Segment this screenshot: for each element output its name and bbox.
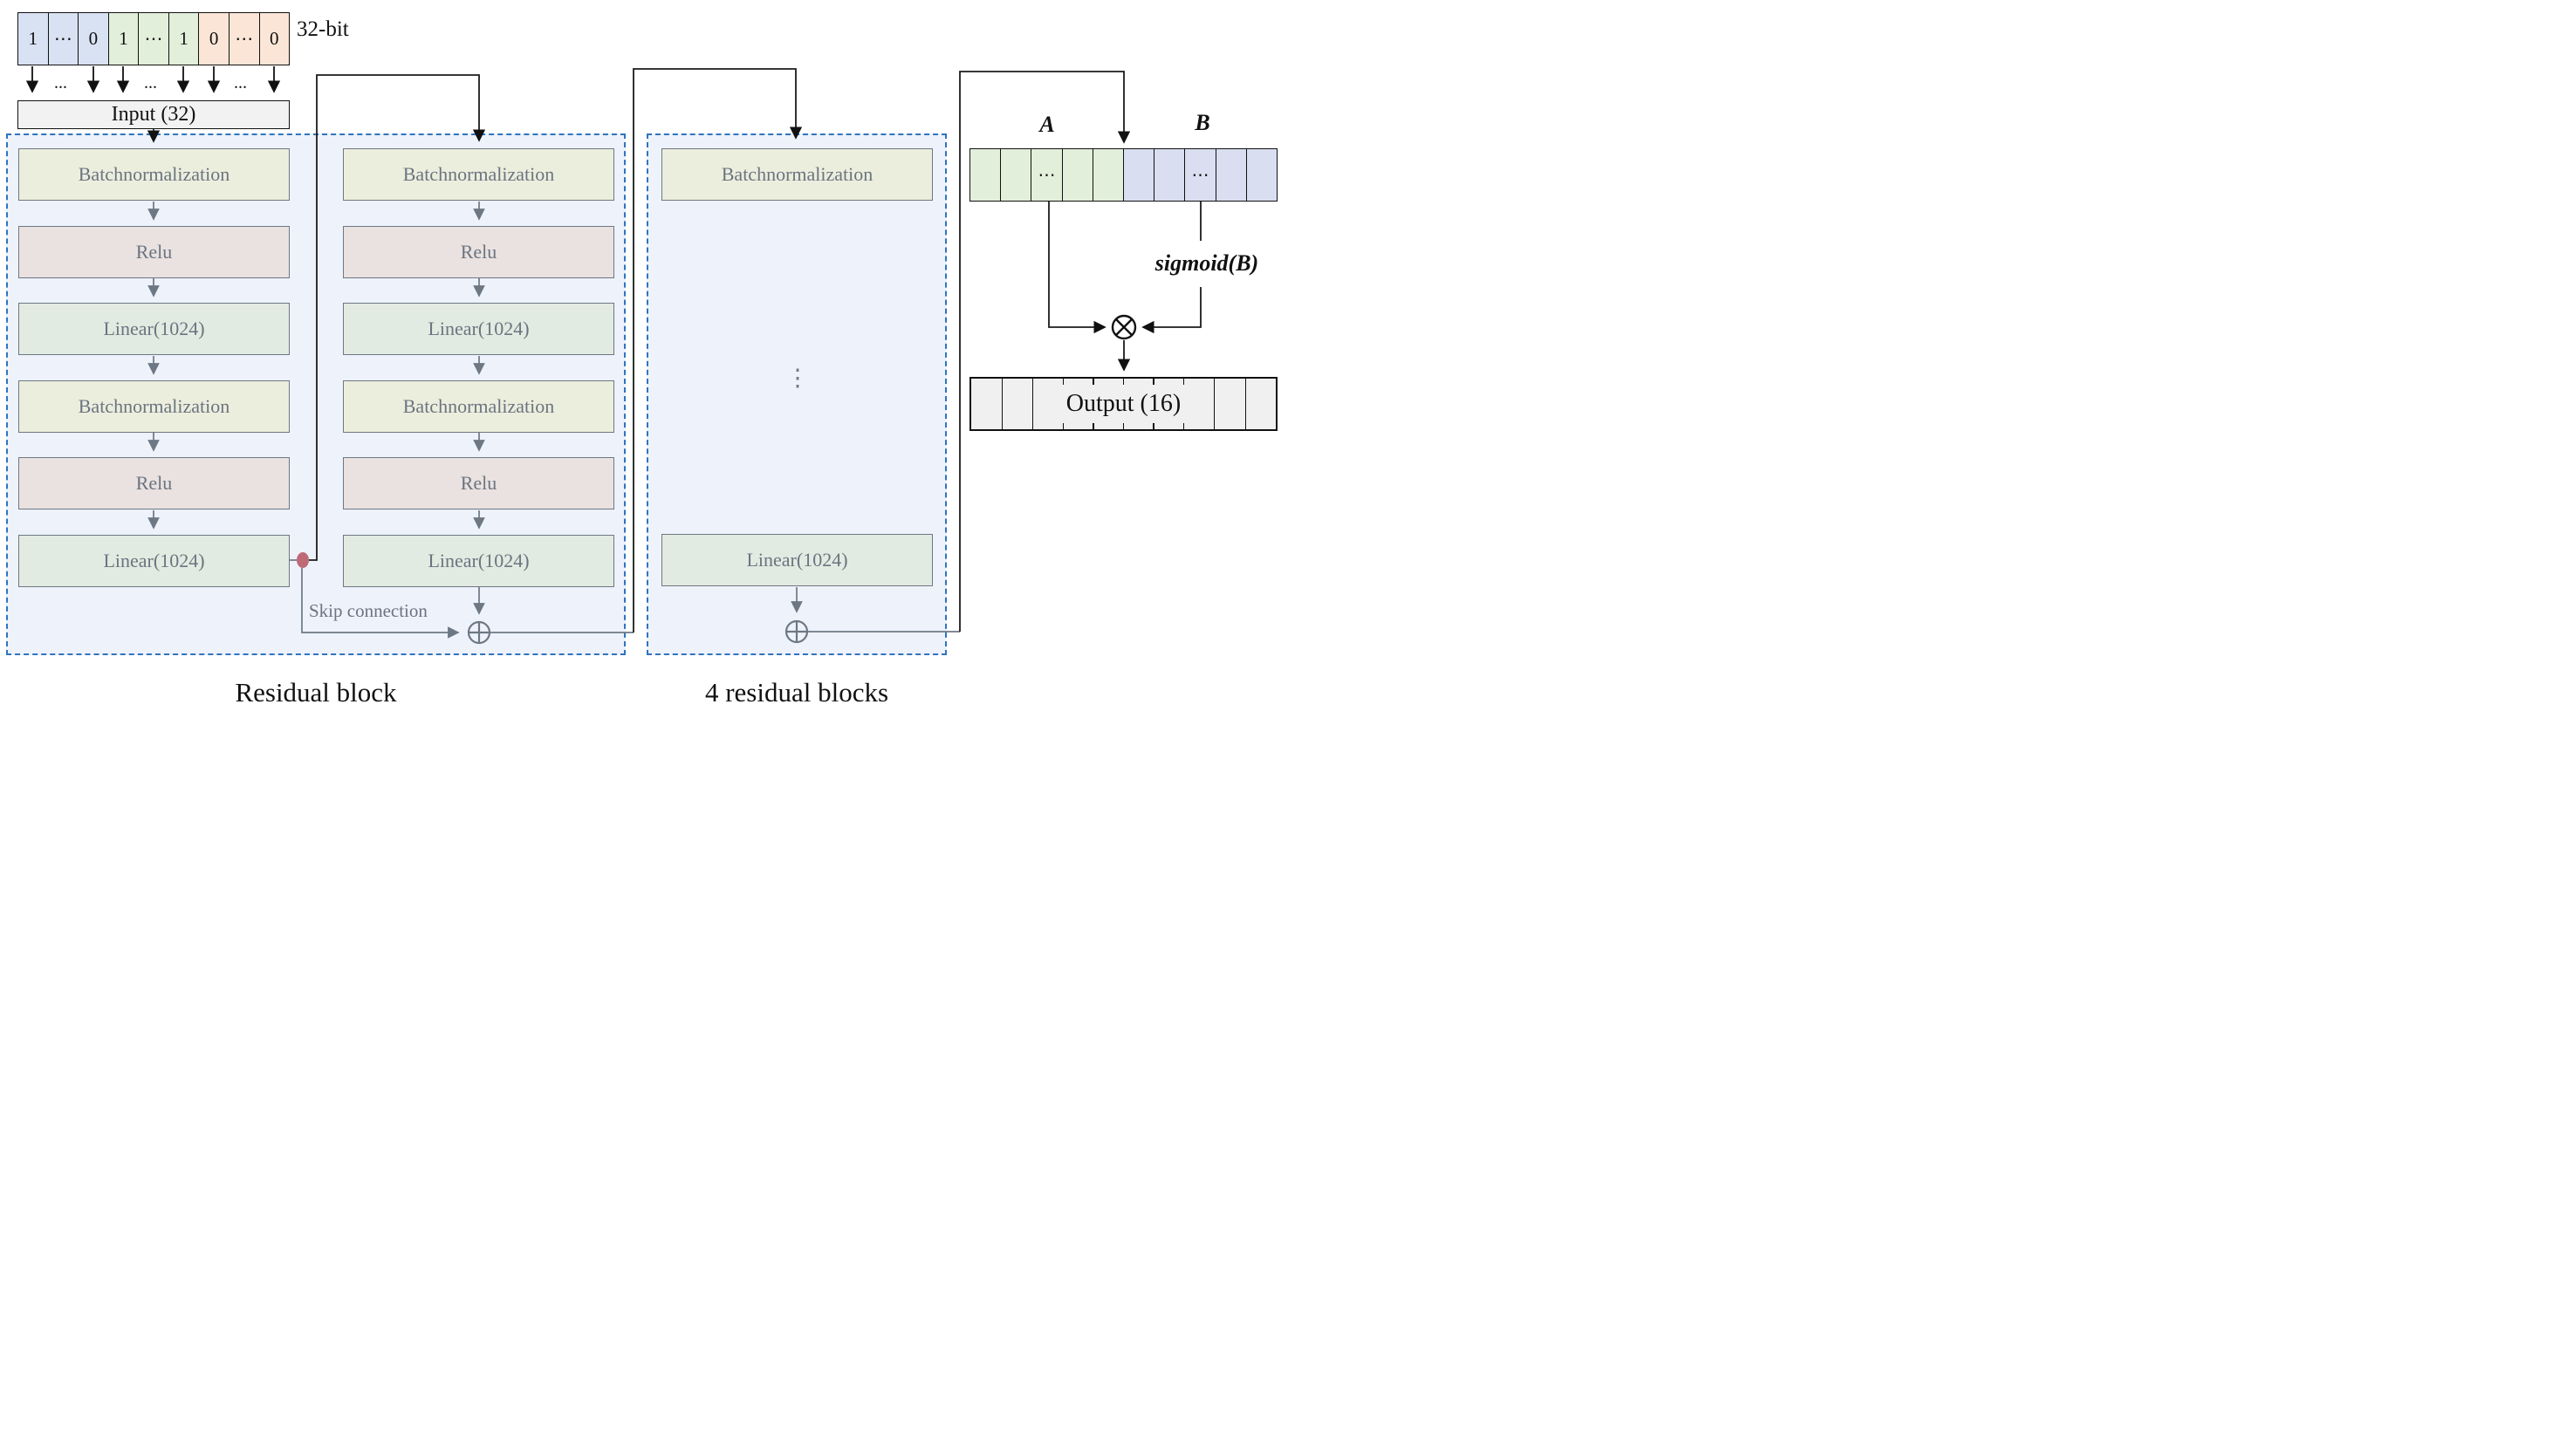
- skip-connection-label: Skip connection: [309, 600, 428, 621]
- residual-block-caption: Residual block: [235, 677, 397, 708]
- bit-cell: ⋯: [139, 13, 169, 65]
- connector-layer: [25, 66, 1202, 645]
- b-cell: ⋯: [1185, 149, 1216, 201]
- a-cell: ⋯: [1031, 149, 1063, 201]
- arrow-gap-dots: ...: [54, 73, 67, 92]
- layer-linear-4: Linear(1024): [343, 535, 614, 587]
- junction-dot-icon: [297, 552, 309, 568]
- a-cell: [1093, 149, 1125, 201]
- bit-cell: ⋯: [229, 13, 260, 65]
- skip-connection-path: [301, 568, 460, 639]
- add-circle-icon-2: [784, 619, 809, 644]
- output-cell: [1154, 379, 1184, 429]
- main-over-path-3: [959, 71, 1131, 632]
- layer-relu-1: Relu: [18, 226, 290, 278]
- a-label: A: [1039, 112, 1055, 137]
- sigmoid-label: sigmoid(B): [1154, 250, 1259, 276]
- layer-batchnorm-3: Batchnormalization: [343, 148, 614, 201]
- a-cell: [1062, 149, 1093, 201]
- bit-input-array: 1 ⋯ 0 1 ⋯ 1 0 ⋯ 0: [17, 12, 290, 65]
- layer-batchnorm-5: Batchnormalization: [661, 148, 933, 201]
- output-cell: [1215, 379, 1246, 429]
- bit-cell: 1: [168, 13, 200, 65]
- main-over-path-1: [309, 74, 486, 561]
- bit-cell: 0: [79, 13, 109, 65]
- layer-batchnorm-2: Batchnormalization: [18, 380, 290, 433]
- layer-linear-3: Linear(1024): [343, 303, 614, 355]
- bit-cell: 0: [199, 13, 230, 65]
- b-cell: [1154, 149, 1186, 201]
- input-box-label: Input (32): [111, 103, 196, 126]
- b-branch-lower: [1141, 287, 1202, 334]
- bit-cell: 1: [18, 13, 49, 65]
- a-cell: [1001, 149, 1032, 201]
- layer-relu-3: Relu: [343, 226, 614, 278]
- b-cell: [1246, 149, 1278, 201]
- layer-linear-5: Linear(1024): [661, 534, 933, 586]
- output-array: [969, 377, 1278, 431]
- bit-cell: ⋯: [48, 13, 79, 65]
- output-cell: [1003, 379, 1033, 429]
- ab-split-array: ⋯ ⋯: [969, 148, 1278, 202]
- bit-width-label: 32-bit: [297, 17, 349, 41]
- layer-relu-2: Relu: [18, 457, 290, 509]
- bit-to-input-arrows: [25, 66, 281, 93]
- output-label: Output (16): [1065, 390, 1182, 417]
- bit-cell: 0: [259, 13, 290, 65]
- layer-relu-4: Relu: [343, 457, 614, 509]
- output-cell: [1184, 379, 1215, 429]
- output-cell: [1124, 379, 1154, 429]
- layer-linear-2: Linear(1024): [18, 535, 290, 587]
- input-box: Input (32): [17, 100, 290, 129]
- output-cell: [1064, 379, 1094, 429]
- layer-batchnorm-4: Batchnormalization: [343, 380, 614, 433]
- bit-cell: 1: [108, 13, 140, 65]
- four-blocks-caption: 4 residual blocks: [704, 677, 889, 708]
- a-cell: [970, 149, 1002, 201]
- arrow-gap-dots: ...: [234, 73, 247, 92]
- add-circle-icon: [467, 620, 491, 645]
- layer-linear-1: Linear(1024): [18, 303, 290, 355]
- arrow-gap-dots: ...: [144, 73, 157, 92]
- multiply-circle-icon: [1111, 314, 1137, 340]
- a-branch-path: [1048, 202, 1106, 334]
- output-cell: [971, 379, 1003, 429]
- main-over-path-2: [633, 68, 803, 633]
- layer-batchnorm-1: Batchnormalization: [18, 148, 290, 201]
- output-cell: [1033, 379, 1064, 429]
- b-cell: [1216, 149, 1247, 201]
- output-cell: [1093, 379, 1124, 429]
- figure-canvas: 1 ⋯ 0 1 ⋯ 1 0 ⋯ 0 32-bit ... ... ... Inp…: [0, 0, 1288, 718]
- vertical-ellipsis: ⋮: [785, 365, 810, 391]
- b-cell: [1124, 149, 1155, 201]
- b-label: B: [1195, 110, 1210, 135]
